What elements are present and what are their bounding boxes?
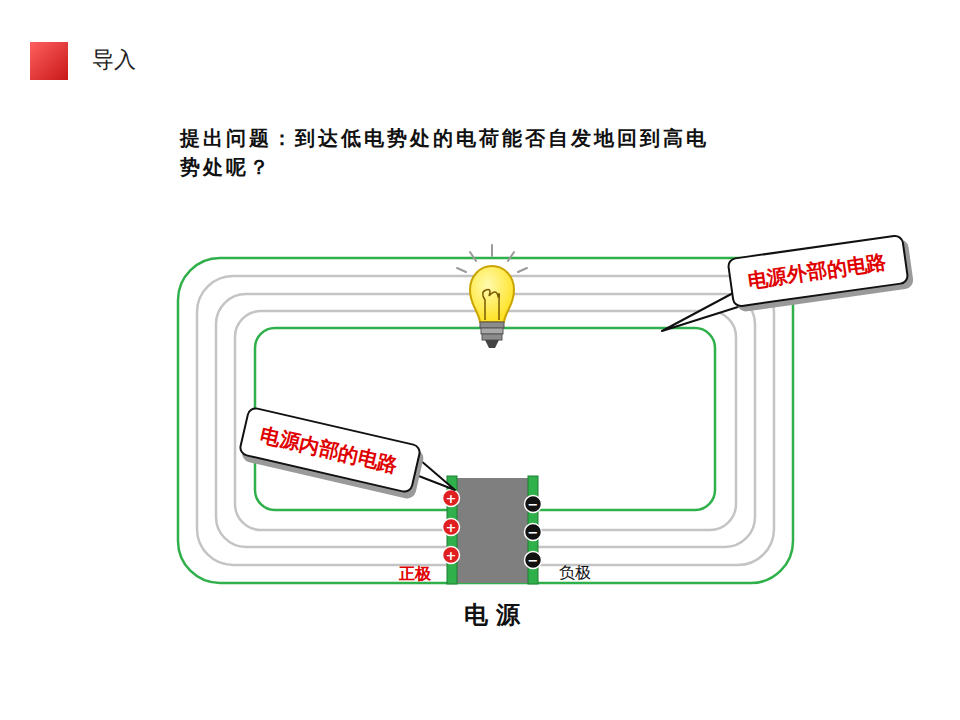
part-label: 电 源 (464, 601, 520, 630)
callout-text: 电源内部的电路 (258, 421, 402, 478)
charge-symbol: + (446, 549, 457, 562)
slide-title: 导入 (92, 47, 136, 73)
part-label: 正极 (399, 564, 431, 583)
light-bulb (457, 245, 527, 348)
question-text: 提出问题：到达低电势处的电荷能否自发地回到高电势处呢？ (180, 124, 710, 182)
charge-symbol: + (446, 521, 457, 534)
callout-text: 电源外部的电路 (746, 248, 890, 294)
power-source (443, 476, 542, 584)
header-mark (30, 42, 68, 80)
charge-symbol: + (446, 492, 457, 505)
charge-symbol: − (528, 554, 539, 567)
callout-bubble: 电源外部的电路 (726, 234, 909, 308)
charge-symbol: − (528, 526, 539, 539)
charge-symbol: − (528, 498, 539, 511)
circuit-wires (178, 258, 793, 583)
part-label: 负极 (559, 563, 591, 582)
callout-bubble: 电源内部的电路 (238, 406, 423, 495)
